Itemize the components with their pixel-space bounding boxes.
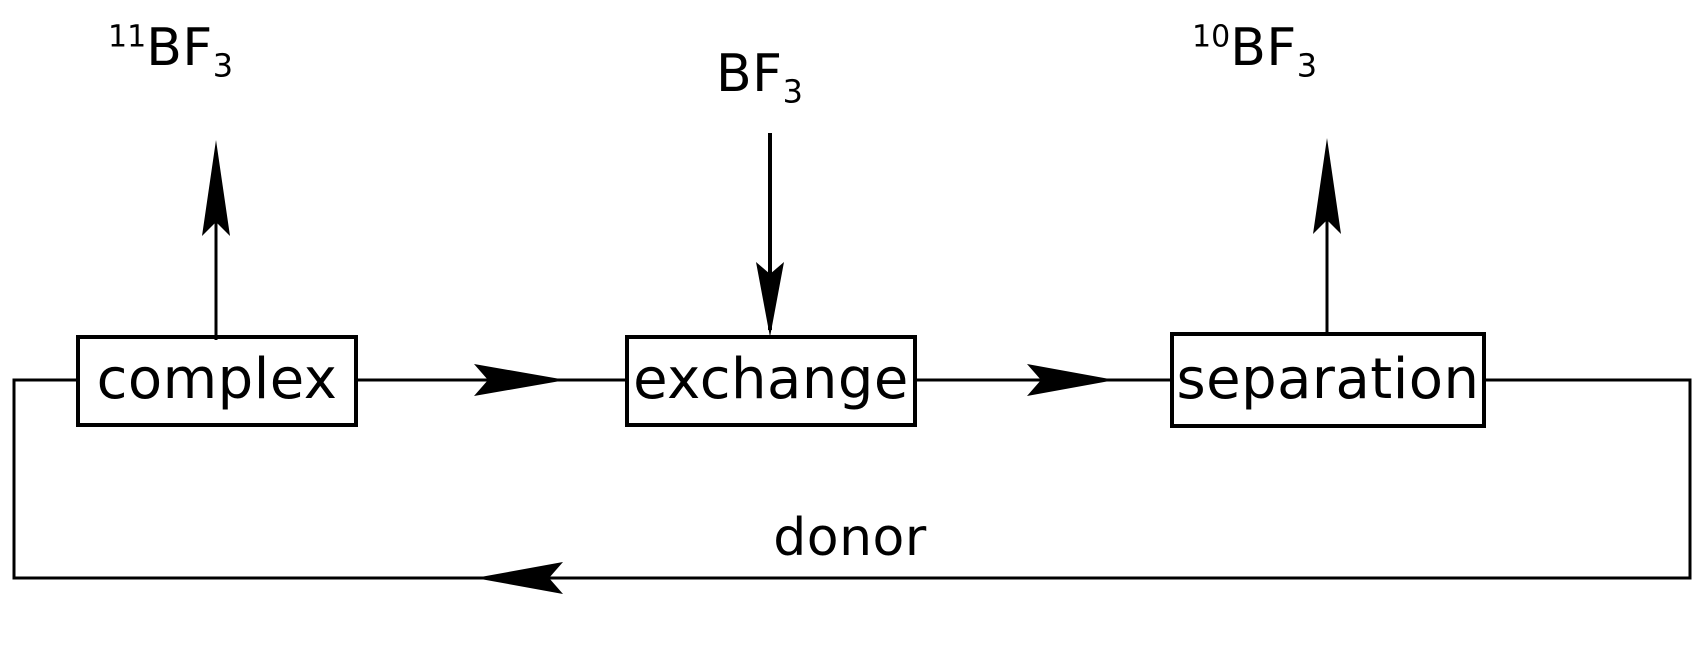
formula-bf: BF	[1230, 18, 1297, 78]
edge-label-donor: donor	[773, 508, 927, 568]
process-box-exchange-label: exchange	[633, 347, 909, 412]
process-box-complex-label: complex	[96, 347, 338, 412]
arrow-separation-to-b10	[1313, 138, 1341, 336]
formula-bf: BF	[716, 44, 783, 104]
formula-subscript-3: 3	[782, 72, 803, 111]
formula-subscript-3: 3	[1296, 46, 1318, 85]
stream-label-boron-11: 11BF3	[108, 22, 233, 81]
arrow-exchange-to-separation	[915, 364, 1172, 396]
stream-label-bf3-feed: BF3	[716, 48, 803, 107]
arrow-complex-to-exchange	[356, 364, 627, 396]
formula-subscript-3: 3	[212, 46, 234, 85]
arrow-complex-to-b11	[202, 140, 230, 340]
isotope-superscript-11: 11	[108, 19, 147, 55]
isotope-superscript-10: 10	[1192, 19, 1231, 55]
process-box-separation-label: separation	[1176, 347, 1480, 412]
arrow-feed-to-exchange	[756, 133, 784, 337]
arrow-recycle-donor-loop	[12, 378, 1692, 594]
process-box-exchange[interactable]	[625, 335, 917, 427]
stream-label-boron-10: 10BF3	[1192, 22, 1317, 81]
formula-bf: BF	[146, 18, 213, 78]
